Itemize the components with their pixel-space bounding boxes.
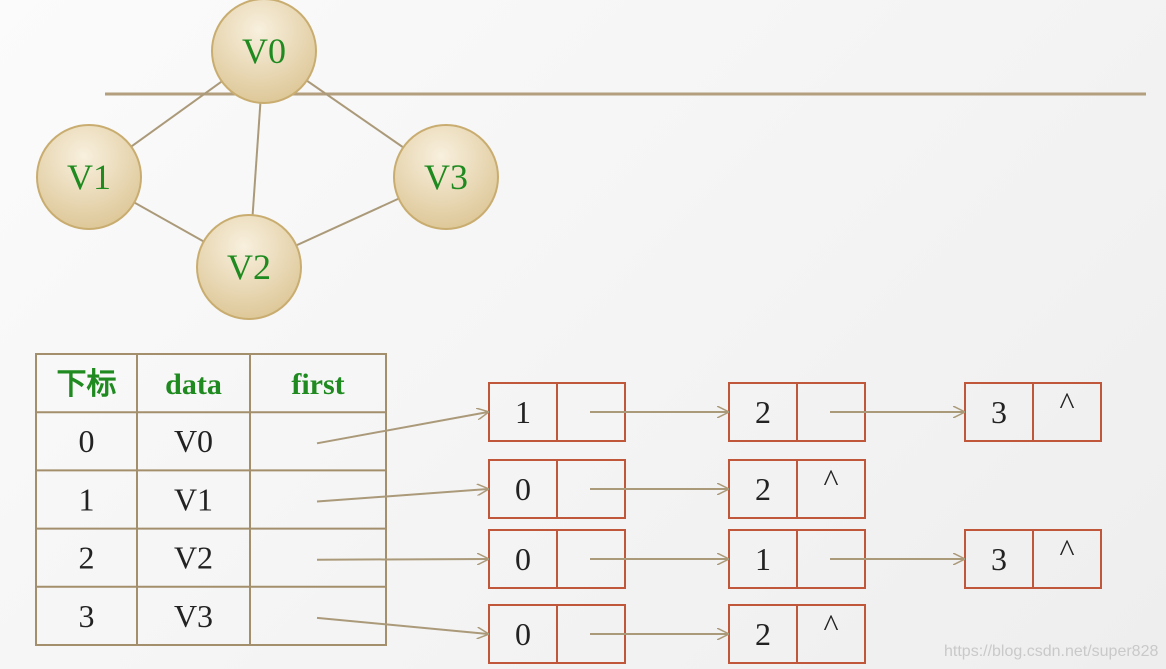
table-header-data: data xyxy=(165,368,222,401)
table-header-first: first xyxy=(291,368,344,401)
list-node-adjvex: 0 xyxy=(515,616,531,652)
first-pointer-arrow xyxy=(316,489,488,503)
graph-node-circle xyxy=(36,124,142,230)
table-cell-index: 0 xyxy=(79,423,95,459)
list-node-null-pointer: ^ xyxy=(1059,532,1074,568)
graph-node-label: V1 xyxy=(67,157,111,197)
graph-node-label: V3 xyxy=(424,157,468,197)
table-cell-index: 3 xyxy=(79,598,95,634)
graph-node-circle xyxy=(393,124,499,230)
table-cell-data: V2 xyxy=(174,540,213,576)
list-node-adjvex: 3 xyxy=(991,541,1007,577)
list-node-null-pointer: ^ xyxy=(1059,385,1074,421)
graph-node-label: V0 xyxy=(242,31,286,71)
table-cell-index: 1 xyxy=(79,481,95,517)
list-node-adjvex: 1 xyxy=(755,541,771,577)
first-pointer-arrow xyxy=(316,559,488,560)
table-cell-index: 2 xyxy=(79,540,95,576)
list-node-adjvex: 1 xyxy=(515,394,531,430)
graph-node-v3: V3 xyxy=(393,124,499,230)
first-pointer-arrow xyxy=(316,412,488,445)
graph-node-circle xyxy=(196,214,302,320)
first-pointer-arrow xyxy=(316,616,488,634)
graph-node-v2: V2 xyxy=(196,214,302,320)
table-header-index: 下标 xyxy=(57,368,117,401)
list-node-null-pointer: ^ xyxy=(823,607,838,643)
table-cell-data: V0 xyxy=(174,423,213,459)
watermark-text: https://blog.csdn.net/super828 xyxy=(944,643,1158,660)
list-node-adjvex: 3 xyxy=(991,394,1007,430)
pointer-arrows xyxy=(316,412,964,634)
table-cell-data: V3 xyxy=(174,598,213,634)
list-node: 2^ xyxy=(728,604,866,664)
list-node-adjvex: 2 xyxy=(755,471,771,507)
list-node-adjvex: 2 xyxy=(755,616,771,652)
list-node-adjvex: 0 xyxy=(515,471,531,507)
list-node: 3^ xyxy=(964,529,1102,589)
list-node-adjvex: 2 xyxy=(755,394,771,430)
graph-node-circle xyxy=(211,0,317,104)
list-node: 3^ xyxy=(964,382,1102,442)
graph-node-v0: V0 xyxy=(211,0,317,104)
list-node: 2^ xyxy=(728,459,866,519)
table-border xyxy=(35,353,387,646)
graph-node-v1: V1 xyxy=(36,124,142,230)
list-node-null-pointer: ^ xyxy=(823,462,838,498)
list-node-adjvex: 0 xyxy=(515,541,531,577)
table-cell-data: V1 xyxy=(174,481,213,517)
vertex-table: 下标 data first 0 V0 1 V1 2 V2 3 V3 xyxy=(35,353,387,646)
graph-node-label: V2 xyxy=(227,247,271,287)
